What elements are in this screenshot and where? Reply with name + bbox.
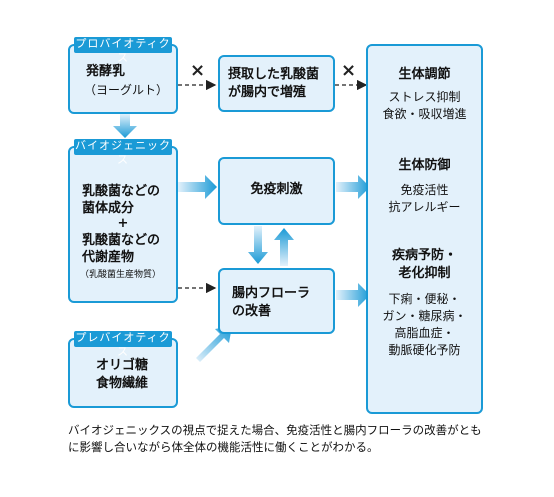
- probiotics-line2: （ヨーグルト）: [84, 83, 169, 97]
- cross-mark-2: ×: [341, 60, 357, 81]
- probiotics-line1: 発酵乳: [86, 64, 126, 79]
- arrow-biogenics-to-immune: [178, 175, 217, 199]
- immune-label: 免疫刺激: [250, 182, 303, 197]
- disease-item-1: 下痢・便秘・: [388, 292, 461, 306]
- biogenics-line1: 乳酸菌などの: [82, 184, 161, 199]
- biogenics-plus: +: [117, 216, 129, 231]
- biogenics-line4: 代謝産物: [82, 250, 135, 265]
- prebiotics-line2: 食物繊維: [96, 376, 149, 391]
- arrow-immune-to-flora: [248, 226, 268, 264]
- intake-line1: 摂取した乳酸菌: [228, 67, 320, 82]
- prebiotics-line1: オリゴ糖: [96, 358, 149, 373]
- effects-box: [366, 44, 483, 414]
- disease-title-2: 老化抑制: [398, 266, 451, 281]
- arrow-immune-to-defense: [336, 175, 370, 199]
- biogenics-line2: 菌体成分: [82, 201, 135, 216]
- biogenics-line3: 乳酸菌などの: [82, 233, 161, 248]
- immune-box: [218, 157, 335, 225]
- disease-title-1: 疾病予防・: [391, 248, 457, 263]
- arrow-probiotics-to-biogenics: [113, 114, 137, 138]
- cross-mark-1: ×: [190, 60, 206, 81]
- intake-box: [218, 55, 335, 112]
- disease-item-3: 高脂血症・: [394, 326, 455, 340]
- flora-line2: の改善: [232, 304, 272, 319]
- arrow-prebiotics-to-flora: [196, 326, 232, 362]
- flora-box: [218, 268, 335, 334]
- probiotics-tab: プロバイオティクス: [74, 37, 172, 64]
- regulation-title: 生体調節: [398, 67, 451, 82]
- arrow-flora-to-immune: [274, 228, 294, 266]
- arrow-flora-to-disease: [336, 283, 370, 307]
- flora-line1: 腸内フローラ: [232, 286, 311, 301]
- defense-item-2: 抗アレルギー: [388, 200, 461, 214]
- biogenics-tab: バイオジェニックス: [74, 139, 172, 166]
- disease-item-4: 動脈硬化予防: [388, 343, 461, 357]
- disease-item-2: ガン・糖尿病・: [382, 309, 467, 323]
- biogenics-box: [68, 146, 178, 303]
- regulation-item-1: ストレス抑制: [388, 90, 461, 104]
- prebiotics-tab: プレバイオティクス: [74, 331, 172, 358]
- caption: バイオジェニックスの視点で捉えた場合、免疫活性と腸内フローラの改善がともに影響し…: [68, 423, 482, 454]
- defense-title: 生体防御: [398, 158, 451, 173]
- regulation-item-2: 食欲・吸収増進: [382, 107, 467, 121]
- intake-line2: が腸内で増殖: [228, 85, 307, 100]
- biogenics-note: （乳酸菌生産物質）: [80, 270, 162, 280]
- defense-item-1: 免疫活性: [400, 183, 449, 197]
